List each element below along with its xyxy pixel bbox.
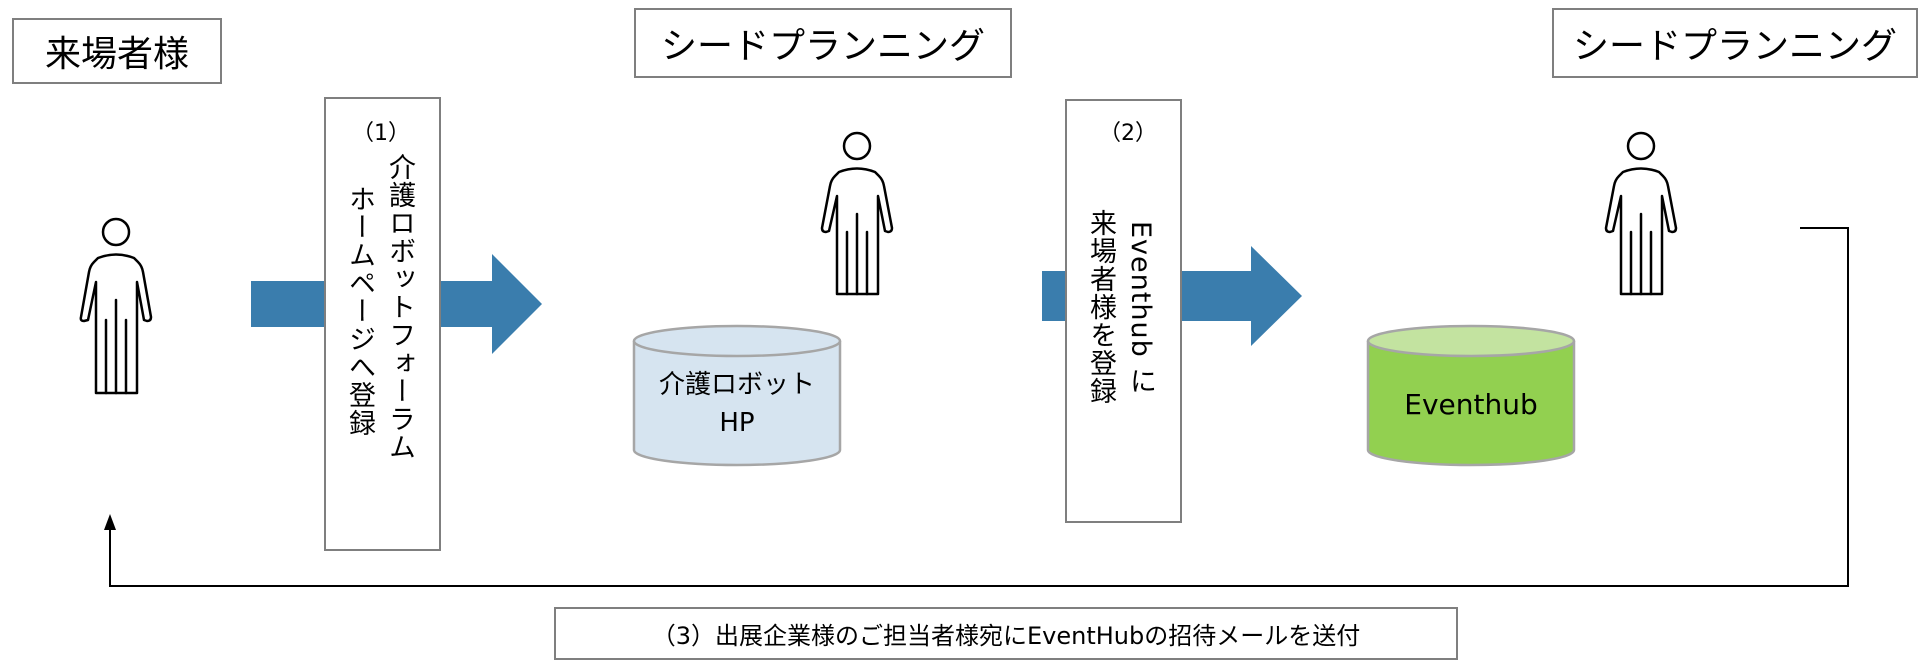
step3-text: （3）出展企業様のご担当者様宛にEventHubの招待メールを送付	[651, 622, 1361, 650]
eventhub-database-label: Eventhub	[1368, 388, 1574, 422]
seed-planning-label-1: シードプランニング	[634, 8, 1012, 78]
step2-number: （2）	[1099, 121, 1157, 146]
step3-box: （3）出展企業様のご担当者様宛にEventHubの招待メールを送付	[554, 607, 1458, 660]
hp-database-top	[632, 324, 842, 358]
hp-database-label-line2: HP	[719, 408, 755, 438]
hp-database-body	[632, 341, 842, 467]
step1-box: （1） 介護ロボットフォーラム ホームページへ登録	[324, 97, 441, 551]
eventhub-database-top	[1366, 324, 1576, 358]
seed-planning-label-2: シードプランニング	[1552, 8, 1918, 78]
eventhub-database-body	[1366, 341, 1576, 467]
visitor-label-text: 来場者様	[44, 34, 189, 75]
hp-database-label: 介護ロボット HP	[634, 366, 840, 442]
return-connector-line	[109, 227, 1849, 587]
eventhub-database-label-text: Eventhub	[1404, 388, 1538, 421]
visitor-label: 来場者様	[12, 18, 222, 84]
seed-planning-label-1-text: シードプランニング	[660, 26, 985, 67]
seed-planning-person-icon-1	[820, 131, 894, 296]
seed-planning-label-2-text: シードプランニング	[1572, 26, 1897, 67]
seed-planning-person-icon-2	[1604, 131, 1678, 296]
step2-line2: 来場者様を登録	[1085, 209, 1116, 405]
step2-box: （2） Eventhub に 来場者様を登録	[1065, 99, 1182, 523]
step1-number: （1）	[352, 121, 410, 146]
step1-line1: 介護ロボットフォーラム	[384, 153, 415, 461]
return-connector	[104, 227, 1849, 587]
step2-line1: Eventhub に	[1125, 221, 1156, 396]
hp-database-label-line1: 介護ロボット	[658, 370, 815, 400]
visitor-person-icon	[79, 217, 153, 395]
return-connector-arrowhead	[104, 514, 116, 530]
eventhub-database	[1366, 324, 1576, 467]
step1-line2: ホームページへ登録	[344, 185, 375, 437]
hp-database	[632, 324, 842, 467]
